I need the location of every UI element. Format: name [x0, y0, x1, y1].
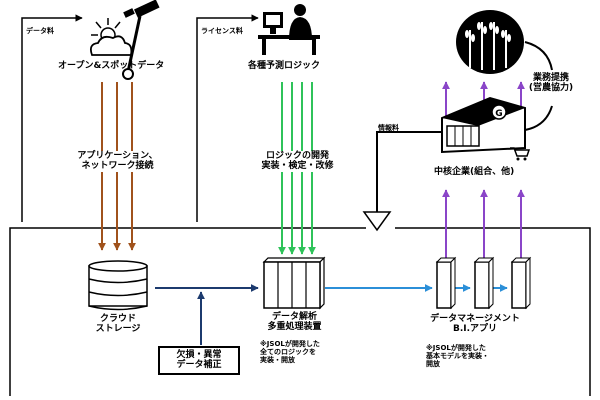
app-network-label: アプリケーション、 ネットワーク接続 [70, 151, 165, 172]
core-company-label: 中核企業(組合、他) [434, 167, 515, 177]
info-fee-label: 情報料 [378, 124, 399, 132]
bi-app-unit-3 [510, 256, 532, 310]
svg-text:G: G [495, 109, 502, 119]
license-fee-label: ライセンス料 [201, 27, 243, 35]
analysis-note: ※JSOLが開発した 全てのロジックを 実装・開放 [260, 340, 320, 365]
server-rack-icon [262, 256, 326, 310]
business-tieup-arrow [524, 41, 553, 131]
database-icon [88, 260, 148, 311]
license-fee-arrow [196, 14, 259, 222]
forecast-logic-label: 各種予測ロジック [248, 61, 321, 71]
data-management-note: ※JSOLが開発した 基本モデルを実装・ 開放 [426, 344, 489, 369]
supermarket-store-icon: G [441, 96, 531, 161]
platform-outline [9, 227, 591, 396]
bi-app-unit-2 [473, 256, 495, 310]
data-fee-arrow [21, 14, 83, 222]
person-at-computer-icon [258, 4, 320, 55]
info-fee-arrow [362, 131, 445, 232]
wheat-crop-icon [456, 10, 524, 74]
logic-dev-label: ロジックの開発 実装・検定・改修 [250, 151, 345, 172]
storage-flow-arrows [155, 284, 259, 345]
data-fee-label: データ料 [26, 27, 54, 35]
missing-data-correction-box: 欠損・異常 データ補正 [158, 346, 240, 375]
cloud-storage-label: クラウド ストレージ [95, 314, 141, 335]
open-spot-data-label: オープン&スポットデータ [58, 61, 165, 71]
sun-cloud-satellite-icon [89, 0, 160, 80]
bi-app-unit-1 [435, 256, 457, 310]
data-management-label: データマネージメント B.I.アプリ [430, 314, 520, 335]
analysis-label: データ解析 多重処理装置 [267, 312, 322, 333]
business-tieup-label: 業務提携 (営農協力) [528, 73, 574, 94]
